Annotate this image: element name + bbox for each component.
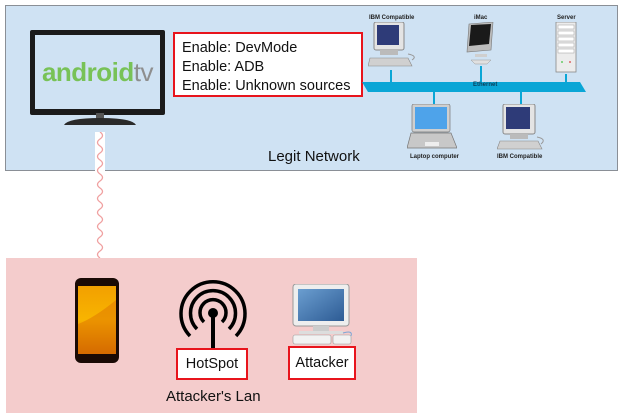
wireless-link (96, 132, 104, 258)
device-label-imac: iMac (474, 15, 488, 21)
server-icon (555, 22, 577, 73)
android-tv-logo: androidtv (41, 56, 154, 88)
device-label-laptop: Laptop computer (410, 154, 459, 160)
attacker-computer-icon (292, 284, 352, 345)
setting-devmode: Enable: DevMode (182, 40, 298, 56)
ethernet-bus (362, 82, 586, 92)
tv-stand-icon (64, 113, 136, 125)
attacker-lan-label: Attacker's Lan (166, 388, 261, 405)
smartphone-icon (75, 278, 119, 363)
device-label-ibm-1: IBM Compatible (369, 15, 415, 21)
laptop-icon (407, 104, 457, 149)
attacker-label: Attacker (288, 346, 356, 380)
legit-network-label: Legit Network (268, 148, 360, 165)
android-tv-icon: androidtv (30, 30, 165, 115)
device-label-ibm-2: IBM Compatible (497, 154, 543, 160)
hotspot-label: HotSpot (176, 348, 248, 380)
device-label-server: Server (557, 15, 576, 21)
settings-box: Enable: DevMode Enable: ADB Enable: Unkn… (173, 32, 363, 97)
wireless-antenna-icon (179, 280, 247, 350)
brand-main: android (41, 56, 134, 87)
ethernet-diagram (362, 66, 586, 104)
desktop-computer-icon (368, 22, 415, 67)
ethernet-label: Ethernet (473, 82, 498, 88)
setting-unknown-sources: Enable: Unknown sources (182, 78, 351, 94)
imac-icon (466, 22, 494, 65)
brand-suffix: tv (133, 56, 154, 87)
setting-adb: Enable: ADB (182, 59, 265, 75)
desktop-computer-icon (497, 104, 544, 150)
